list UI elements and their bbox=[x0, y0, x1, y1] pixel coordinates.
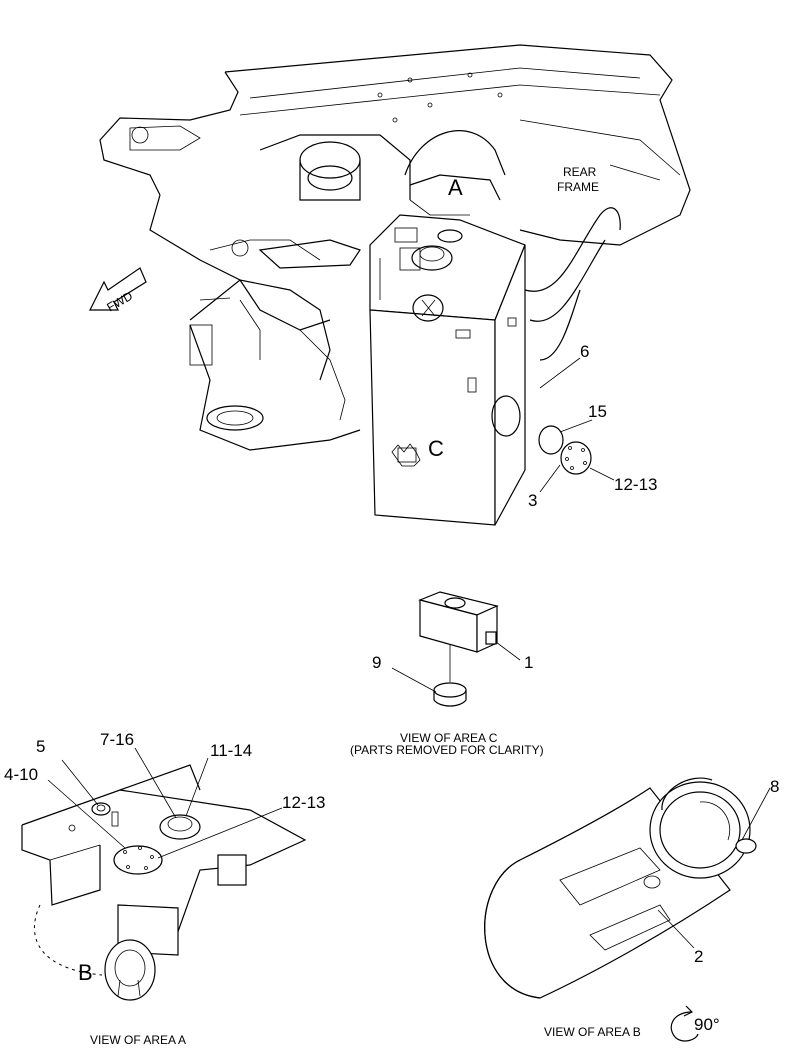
callout-5: 5 bbox=[36, 737, 45, 756]
area-c-label: C bbox=[428, 436, 444, 461]
callout-9: 9 bbox=[372, 653, 381, 672]
callout-1: 1 bbox=[524, 653, 533, 672]
view-c-caption-line2: (PARTS REMOVED FOR CLARITY) bbox=[350, 743, 544, 757]
rotate-arrow-icon bbox=[670, 1011, 699, 1042]
callout-4-10: 4-10 bbox=[4, 765, 38, 784]
rear-frame-label-line1: REAR bbox=[563, 165, 597, 179]
view-c-caption-line1: VIEW OF AREA C bbox=[400, 731, 498, 745]
callout-8: 8 bbox=[770, 777, 779, 796]
view-a-caption: VIEW OF AREA A bbox=[90, 1033, 186, 1047]
callout-3: 3 bbox=[528, 491, 537, 510]
view-area-c: 1 9 VIEW OF AREA C (PARTS REMOVED FOR CL… bbox=[350, 591, 544, 757]
fwd-arrow-icon bbox=[89, 267, 147, 311]
callout-7-16: 7-16 bbox=[100, 730, 134, 749]
callout-11-14: 11-14 bbox=[210, 741, 252, 760]
callout-12-13-main: 12-13 bbox=[614, 475, 657, 494]
rotation-label: 90° bbox=[694, 1015, 720, 1034]
view-b-caption: VIEW OF AREA B bbox=[544, 1025, 641, 1039]
view-area-a: 5 4-10 7-16 11-14 12-13 B VIEW OF AREA A bbox=[4, 730, 325, 1047]
callout-15: 15 bbox=[588, 402, 607, 421]
area-a-label: A bbox=[448, 175, 463, 200]
callout-12-13-view-a: 12-13 bbox=[282, 793, 325, 812]
rear-frame-label-line2: FRAME bbox=[557, 180, 599, 194]
callout-6: 6 bbox=[580, 342, 589, 361]
main-assembly-view: FWD A C REAR FRAME 6 15 3 12-13 bbox=[89, 44, 691, 526]
view-area-b: 8 2 VIEW OF AREA B 90° bbox=[484, 777, 779, 1042]
callout-2: 2 bbox=[694, 947, 703, 966]
area-b-label: B bbox=[78, 960, 93, 985]
